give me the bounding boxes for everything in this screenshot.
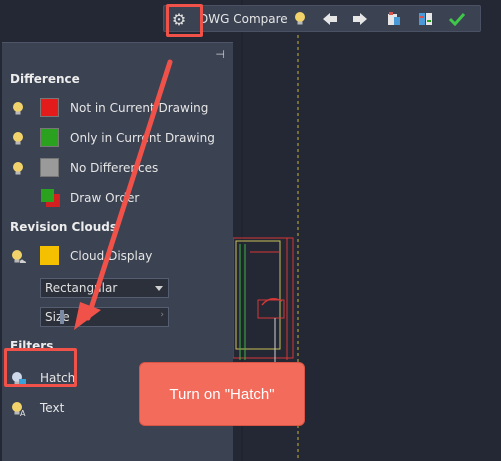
difference-row-draw-order: Draw Order — [2, 188, 233, 210]
section-revision-clouds: Revision Clouds — [10, 220, 117, 234]
next-arrow-icon[interactable] — [350, 9, 370, 29]
cloud-display-label: Cloud Display — [70, 249, 153, 263]
snapshot-icon[interactable] — [384, 9, 404, 29]
callout-text: Turn on "Hatch" — [169, 385, 275, 403]
dwg-compare-toolbar: ⚙ DWG Compare — [163, 5, 481, 32]
cloud-bulb-icon[interactable] — [11, 249, 27, 265]
color-swatch[interactable] — [40, 158, 59, 177]
hatch-highlight-box — [4, 348, 77, 387]
difference-row-not-in-current: Not in Current Drawing — [2, 98, 233, 120]
compare-swap-icon[interactable] — [415, 9, 435, 29]
chevron-down-icon — [155, 286, 163, 291]
cloud-size-label: Size — [45, 310, 70, 324]
filter-label: Text — [40, 401, 65, 415]
settings-gear-icon[interactable]: ⚙ — [171, 9, 187, 29]
bulb-icon[interactable] — [290, 9, 310, 29]
bulb-icon[interactable] — [11, 131, 25, 147]
cloud-shape-value: Rectangular — [45, 281, 118, 295]
difference-label: Only in Current Drawing — [70, 131, 215, 145]
instruction-callout: Turn on "Hatch" — [139, 362, 305, 426]
color-swatch[interactable] — [40, 98, 59, 117]
difference-label: Not in Current Drawing — [70, 101, 209, 115]
section-difference: Difference — [10, 72, 80, 86]
cloud-display-row: Cloud Display — [2, 246, 233, 268]
slider-handle[interactable] — [60, 310, 64, 324]
svg-text:A: A — [20, 409, 26, 417]
hatch-filter-icon[interactable] — [11, 371, 27, 387]
chevron-right-icon: › — [160, 310, 164, 320]
difference-label: No Differences — [70, 161, 159, 175]
color-swatch[interactable] — [40, 128, 59, 147]
filter-label: Hatch — [40, 371, 76, 385]
text-filter-icon[interactable]: A — [11, 401, 27, 417]
difference-label: Draw Order — [70, 191, 140, 205]
filter-row-hatch[interactable]: Hatch — [2, 368, 233, 390]
cloud-shape-select[interactable]: Rectangular — [40, 278, 169, 298]
difference-row-no-differences: No Differences — [2, 158, 233, 180]
previous-arrow-icon[interactable] — [320, 9, 340, 29]
bulb-icon[interactable] — [11, 101, 25, 117]
gear-highlight-box — [166, 4, 203, 37]
cloud-color-swatch[interactable] — [40, 246, 59, 265]
draw-order-icon[interactable] — [40, 188, 62, 208]
pin-icon[interactable]: ⊣ — [215, 48, 225, 61]
bulb-icon[interactable] — [11, 161, 25, 177]
done-check-icon[interactable] — [447, 9, 467, 29]
filter-row-text[interactable]: A Text — [2, 398, 233, 420]
difference-row-only-in-current: Only in Current Drawing — [2, 128, 233, 150]
cloud-size-slider[interactable]: Size › — [40, 307, 169, 327]
toolbar-title: DWG Compare — [199, 12, 288, 26]
